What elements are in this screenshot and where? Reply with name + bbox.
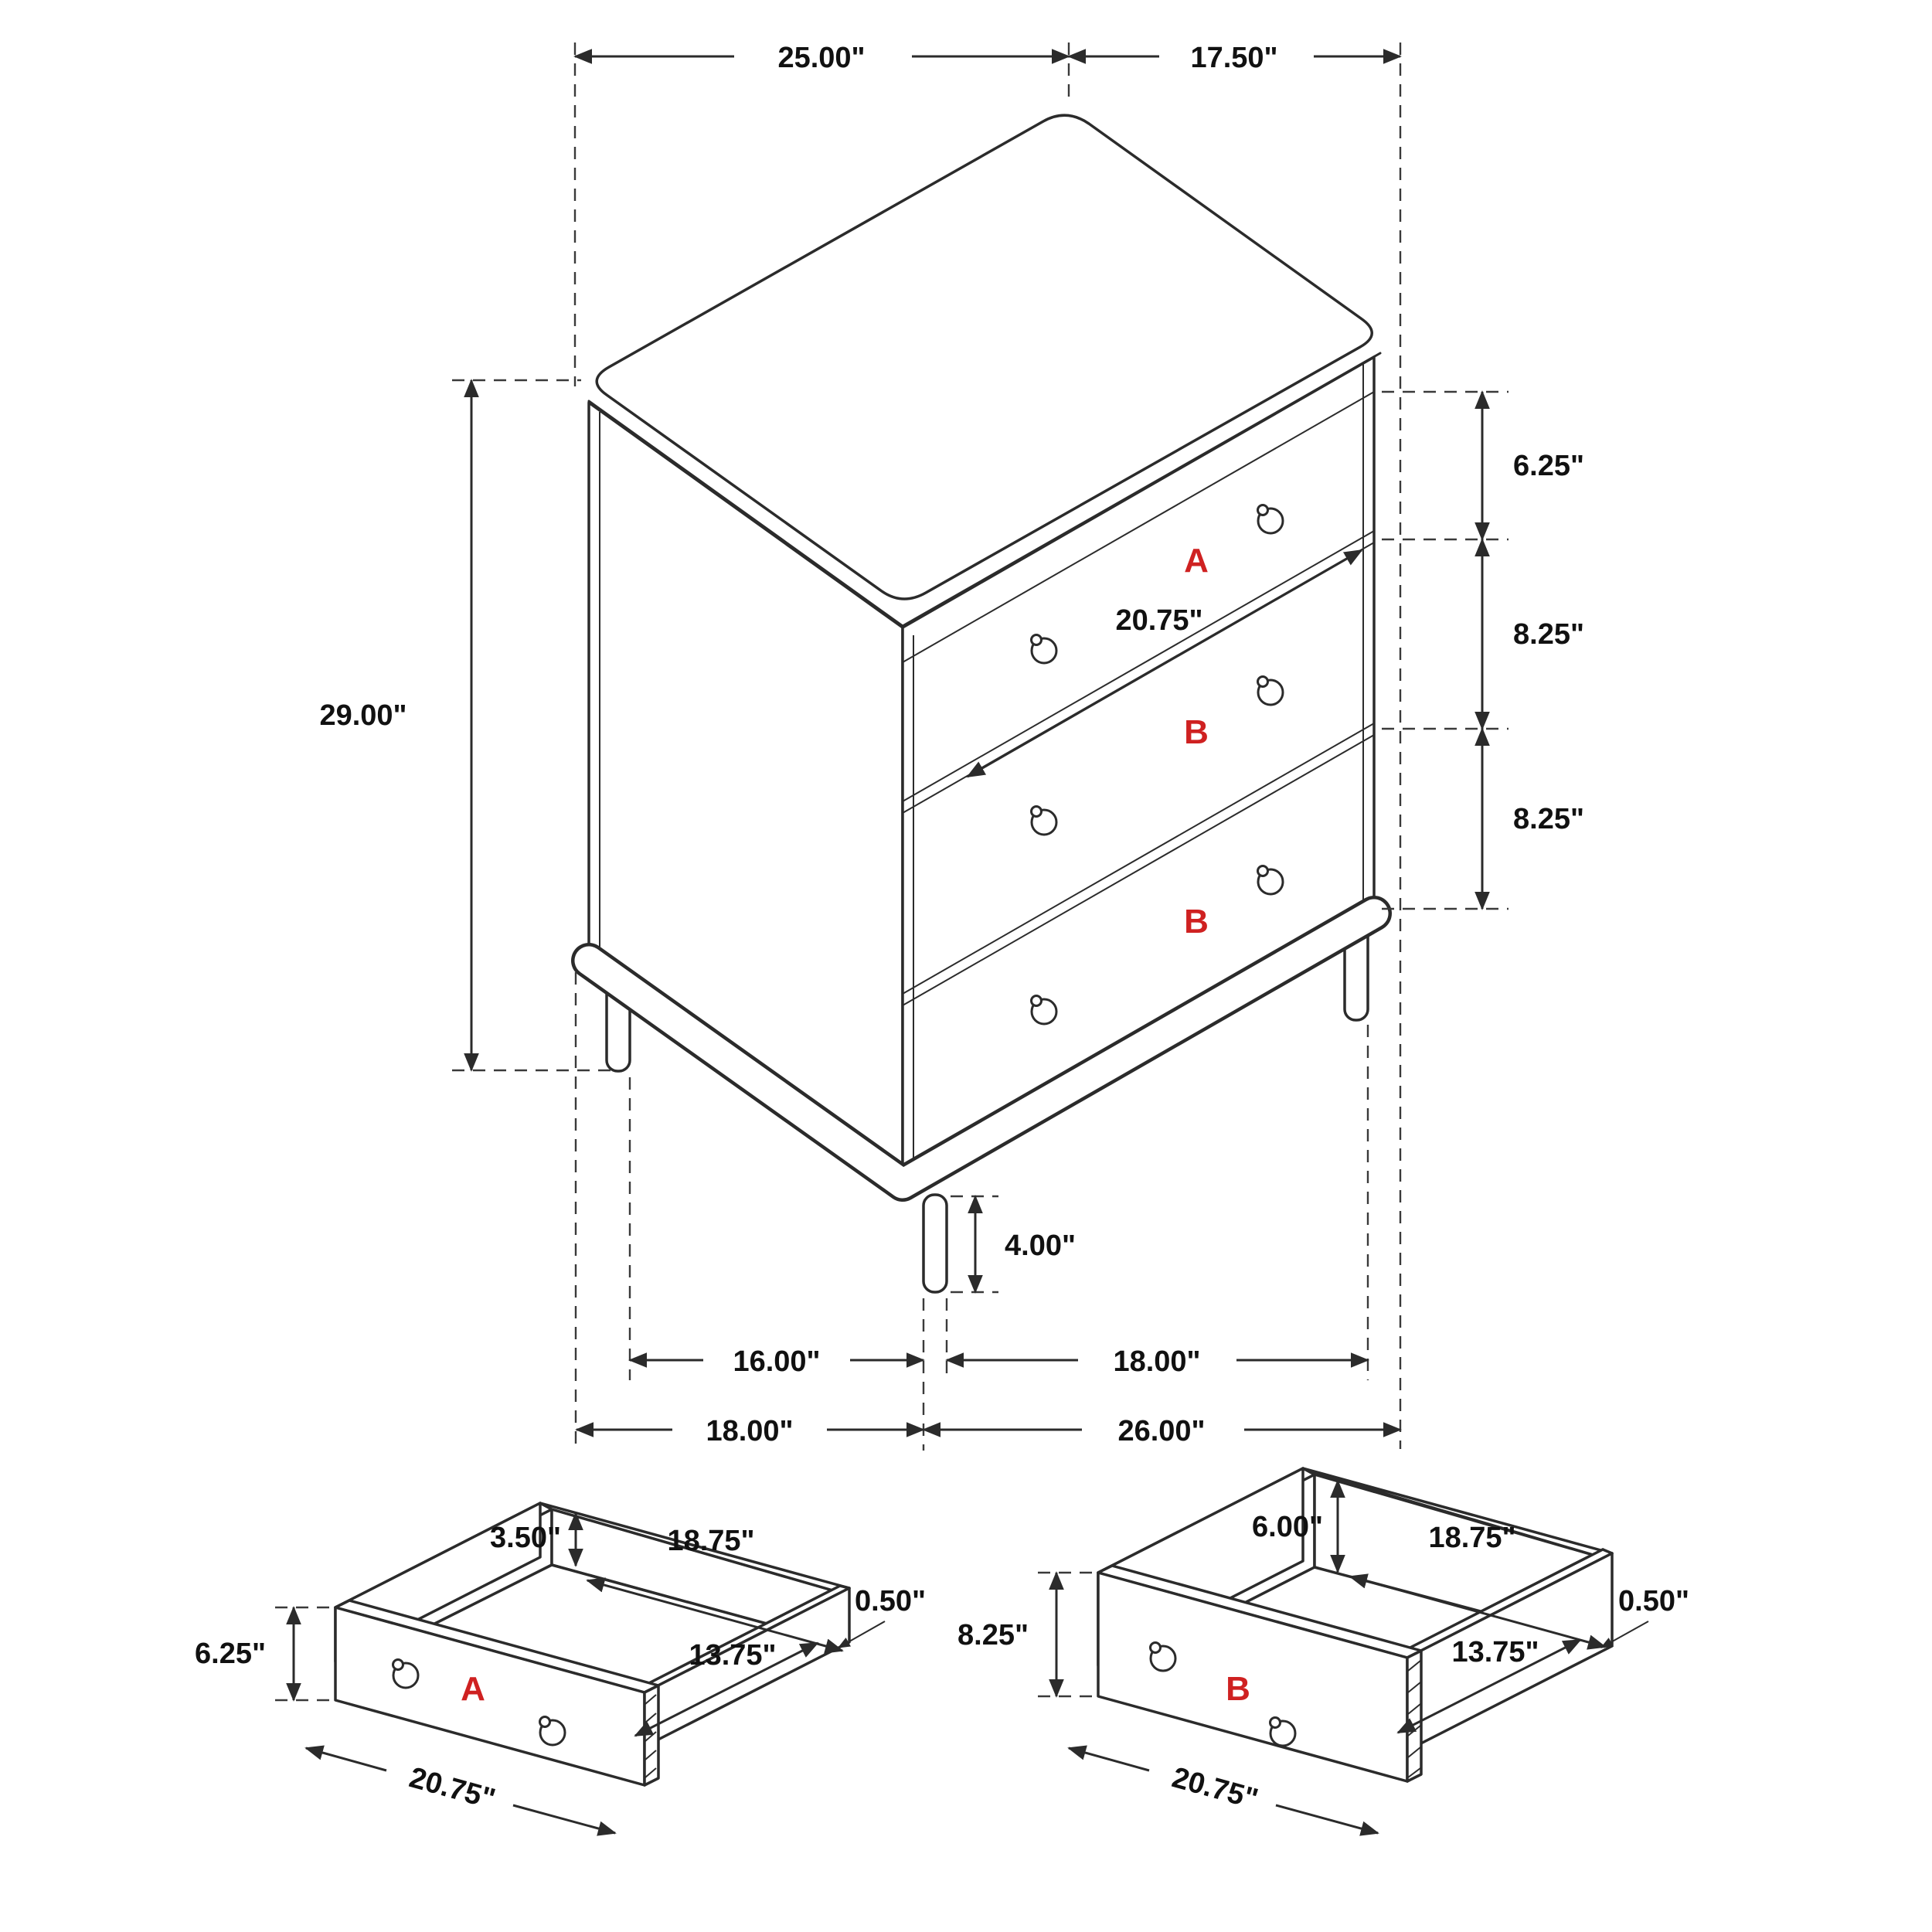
dim-base-depth: 18.00" [575,1415,925,1447]
dim-label-leg-span-side: 18.00" [1113,1345,1200,1378]
b-knob-right [1269,1716,1297,1747]
dim-label-a-wall-thickness: 0.50" [855,1585,926,1617]
dim-label-b-inner-depth: 13.75" [1451,1636,1539,1668]
drawer-b-middle-knob-left [1030,805,1058,836]
dim-leg-height: 4.00" [951,1195,1076,1294]
dim-label-overall-height: 29.00" [319,699,406,732]
dim-top-depth: 17.50" [1067,42,1402,74]
b-letter: B [1226,1670,1250,1708]
dim-b-wall-thickness: 0.50" [1600,1585,1689,1648]
dim-label-drawer-front-width: 20.75" [1115,604,1202,637]
dim-b-inner-width: 18.75" [1349,1522,1607,1650]
dim-label-a-inner-depth: 13.75" [689,1639,776,1672]
dim-a-inner-depth: 13.75" [634,1639,819,1737]
dim-a-wall-thickness: 0.50" [837,1585,926,1648]
dim-overall-height: 29.00" [319,379,617,1072]
dim-a-front-height: 6.25" [195,1606,334,1702]
dim-label-middle-drawer-height: 8.25" [1513,618,1584,651]
dim-drawer-front-width: 20.75" [966,549,1363,778]
dim-label-b-wall-thickness: 0.50" [1618,1585,1689,1617]
dim-label-a-inner-width: 18.75" [667,1525,754,1557]
a-letter: A [461,1670,485,1708]
dim-a-inner-height: 3.50" [490,1512,583,1567]
drawer-letter-middle: B [1184,713,1209,751]
dim-label-b-front-height: 8.25" [957,1619,1029,1651]
drawer-a-detail-view: A 6.25" 3.50" 18.75" 0.50" 13.75" 20.75" [195,1502,926,1836]
drawer-letter-top: A [1184,542,1209,580]
dim-b-inner-height: 6.00" [1252,1479,1345,1573]
b-knob-left [1149,1641,1177,1672]
drawer-b-bottom-knob-right [1257,865,1284,896]
drawer-b-bottom-knob-left [1030,995,1058,1026]
dim-label-a-inner-height: 3.50" [490,1522,561,1554]
dim-a-inner-width: 18.75" [586,1525,844,1654]
drawer-letter-bottom: B [1184,903,1209,940]
dim-label-base-width: 26.00" [1117,1415,1205,1447]
chest-top-surface [595,114,1373,600]
dim-label-top-width: 25.00" [777,42,865,74]
dim-label-bottom-drawer-height: 8.25" [1513,803,1584,835]
dim-base-width: 26.00" [922,1415,1402,1447]
dim-b-inner-depth: 13.75" [1396,1636,1582,1734]
dim-label-base-depth: 18.00" [706,1415,793,1447]
dim-leg-span-front: 16.00" [628,1345,925,1378]
dim-label-top-depth: 17.50" [1190,42,1277,74]
dim-leg-span-side: 18.00" [945,1345,1369,1378]
dim-label-a-front-height: 6.25" [195,1638,266,1670]
drawer-b-detail-view: B 8.25" 6.00" 18.75" 0.50" 13.75" 20.75" [957,1467,1689,1836]
dim-label-top-drawer-height: 6.25" [1513,450,1584,482]
a-knob-right [539,1716,566,1747]
bottom-rail-fill [574,899,1389,1199]
dim-drawer-heights: 6.25" 8.25" 8.25" [1382,390,1584,910]
dim-label-b-inner-height: 6.00" [1252,1511,1323,1543]
dim-label-leg-height: 4.00" [1005,1230,1076,1262]
chest-top-rim [587,352,1382,628]
dim-label-b-inner-width: 18.75" [1428,1522,1515,1554]
dim-b-front-height: 8.25" [957,1571,1097,1698]
chest-front-leg [922,1193,948,1294]
dim-label-leg-span-front: 16.00" [733,1345,820,1378]
dim-top-width: 25.00" [573,42,1070,74]
divider-b-b-bottom [902,734,1375,1006]
drawer-a-knob-right [1257,504,1284,535]
a-knob-left [392,1658,420,1689]
dimensions-main: 25.00" 17.50" 29.00" 6.25" 8.25" 8.25" [319,42,1584,1451]
